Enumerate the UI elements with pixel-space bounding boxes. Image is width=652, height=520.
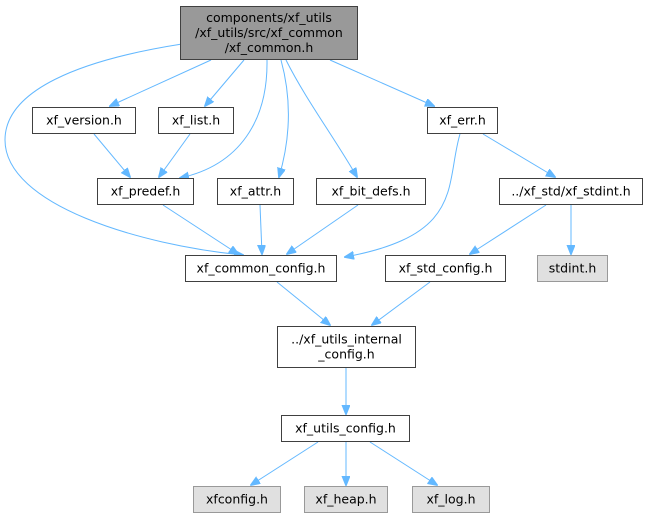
node-label: /xf_common.h <box>225 40 314 55</box>
node-xf_stdint[interactable]: ../xf_std/xf_stdint.h <box>499 178 643 205</box>
edge-xf_utils_config-to-xf_log <box>369 441 437 485</box>
node-label: xf_common_config.h <box>197 261 326 276</box>
node-label: xf_log.h <box>427 492 476 507</box>
node-xf_predef[interactable]: xf_predef.h <box>97 178 194 205</box>
edge-xf_common-to-xf_version <box>110 59 212 106</box>
node-label: xf_heap.h <box>315 492 376 507</box>
edge-xf_std_config-to-xf_utils_internal_config <box>372 281 431 325</box>
node-xf_heap: xf_heap.h <box>304 486 388 513</box>
edge-xf_common_config-to-xf_utils_internal_config <box>276 281 330 325</box>
node-box <box>304 486 388 513</box>
node-label: xf_std_config.h <box>399 261 493 276</box>
node-label: /xf_utils/src/xf_common <box>195 25 343 40</box>
edge-xf_utils_config-to-xfconfig <box>251 441 319 485</box>
edges-layer <box>4 43 571 485</box>
edge-xf_predef-to-xf_common_config <box>162 204 238 254</box>
node-label: xf_bit_defs.h <box>331 184 410 199</box>
node-box <box>32 107 136 134</box>
edge-xf_common-to-xf_attr <box>279 59 289 177</box>
edge-xf_common-to-xf_list <box>205 59 245 106</box>
edge-xf_common-to-xf_common_config <box>4 43 243 255</box>
node-xf_common[interactable]: components/xf_utils/xf_utils/src/xf_comm… <box>180 6 358 60</box>
node-box <box>193 486 281 513</box>
edge-xf_common-to-xf_err <box>329 59 434 106</box>
node-box <box>412 486 490 513</box>
node-box <box>158 107 234 134</box>
edge-xf_stdint-to-xf_std_config <box>470 204 547 254</box>
node-box <box>499 178 643 205</box>
node-label: _config.h <box>317 347 374 362</box>
node-label: xfconfig.h <box>206 492 268 507</box>
node-xf_utils_internal_config[interactable]: ../xf_utils_internal_config.h <box>277 326 416 368</box>
node-box <box>97 178 194 205</box>
node-box <box>427 107 498 134</box>
node-xf_attr[interactable]: xf_attr.h <box>217 178 294 205</box>
node-box <box>180 6 358 60</box>
node-stdint: stdint.h <box>537 255 608 282</box>
node-label: xf_attr.h <box>230 184 281 199</box>
node-box <box>185 255 337 282</box>
node-label: ../xf_std/xf_stdint.h <box>511 184 630 199</box>
edge-xf_version-to-xf_predef <box>93 133 130 177</box>
node-xf_std_config[interactable]: xf_std_config.h <box>385 255 506 282</box>
node-box <box>537 255 608 282</box>
nodes-layer: components/xf_utils/xf_utils/src/xf_comm… <box>32 6 643 513</box>
edge-xf_common-to-xf_bit_defs <box>285 59 357 177</box>
node-label: xf_version.h <box>46 113 122 128</box>
node-box <box>385 255 506 282</box>
edge-xf_err-to-xf_common_config <box>345 133 461 257</box>
node-xf_list[interactable]: xf_list.h <box>158 107 234 134</box>
node-box <box>217 178 294 205</box>
node-xf_common_config[interactable]: xf_common_config.h <box>185 255 337 282</box>
edge-xf_common-to-xf_predef <box>180 59 268 178</box>
node-label: xf_list.h <box>172 113 220 128</box>
node-label: xf_err.h <box>439 113 486 128</box>
edge-xf_bit_defs-to-xf_common_config <box>287 204 359 254</box>
node-xfconfig: xfconfig.h <box>193 486 281 513</box>
edge-xf_attr-to-xf_common_config <box>260 204 262 254</box>
node-xf_err[interactable]: xf_err.h <box>427 107 498 134</box>
edge-xf_err-to-xf_stdint <box>482 133 555 177</box>
node-label: xf_utils_config.h <box>295 421 396 436</box>
node-xf_utils_config[interactable]: xf_utils_config.h <box>281 415 410 442</box>
node-label: ../xf_utils_internal <box>291 332 402 347</box>
node-label: components/xf_utils <box>206 10 332 25</box>
node-box <box>277 326 416 368</box>
node-box <box>316 178 426 205</box>
edge-xf_list-to-xf_predef <box>159 133 191 177</box>
node-box <box>281 415 410 442</box>
node-label: xf_predef.h <box>111 184 181 199</box>
node-label: stdint.h <box>549 261 597 276</box>
node-xf_bit_defs[interactable]: xf_bit_defs.h <box>316 178 426 205</box>
node-xf_log: xf_log.h <box>412 486 490 513</box>
node-xf_version[interactable]: xf_version.h <box>32 107 136 134</box>
